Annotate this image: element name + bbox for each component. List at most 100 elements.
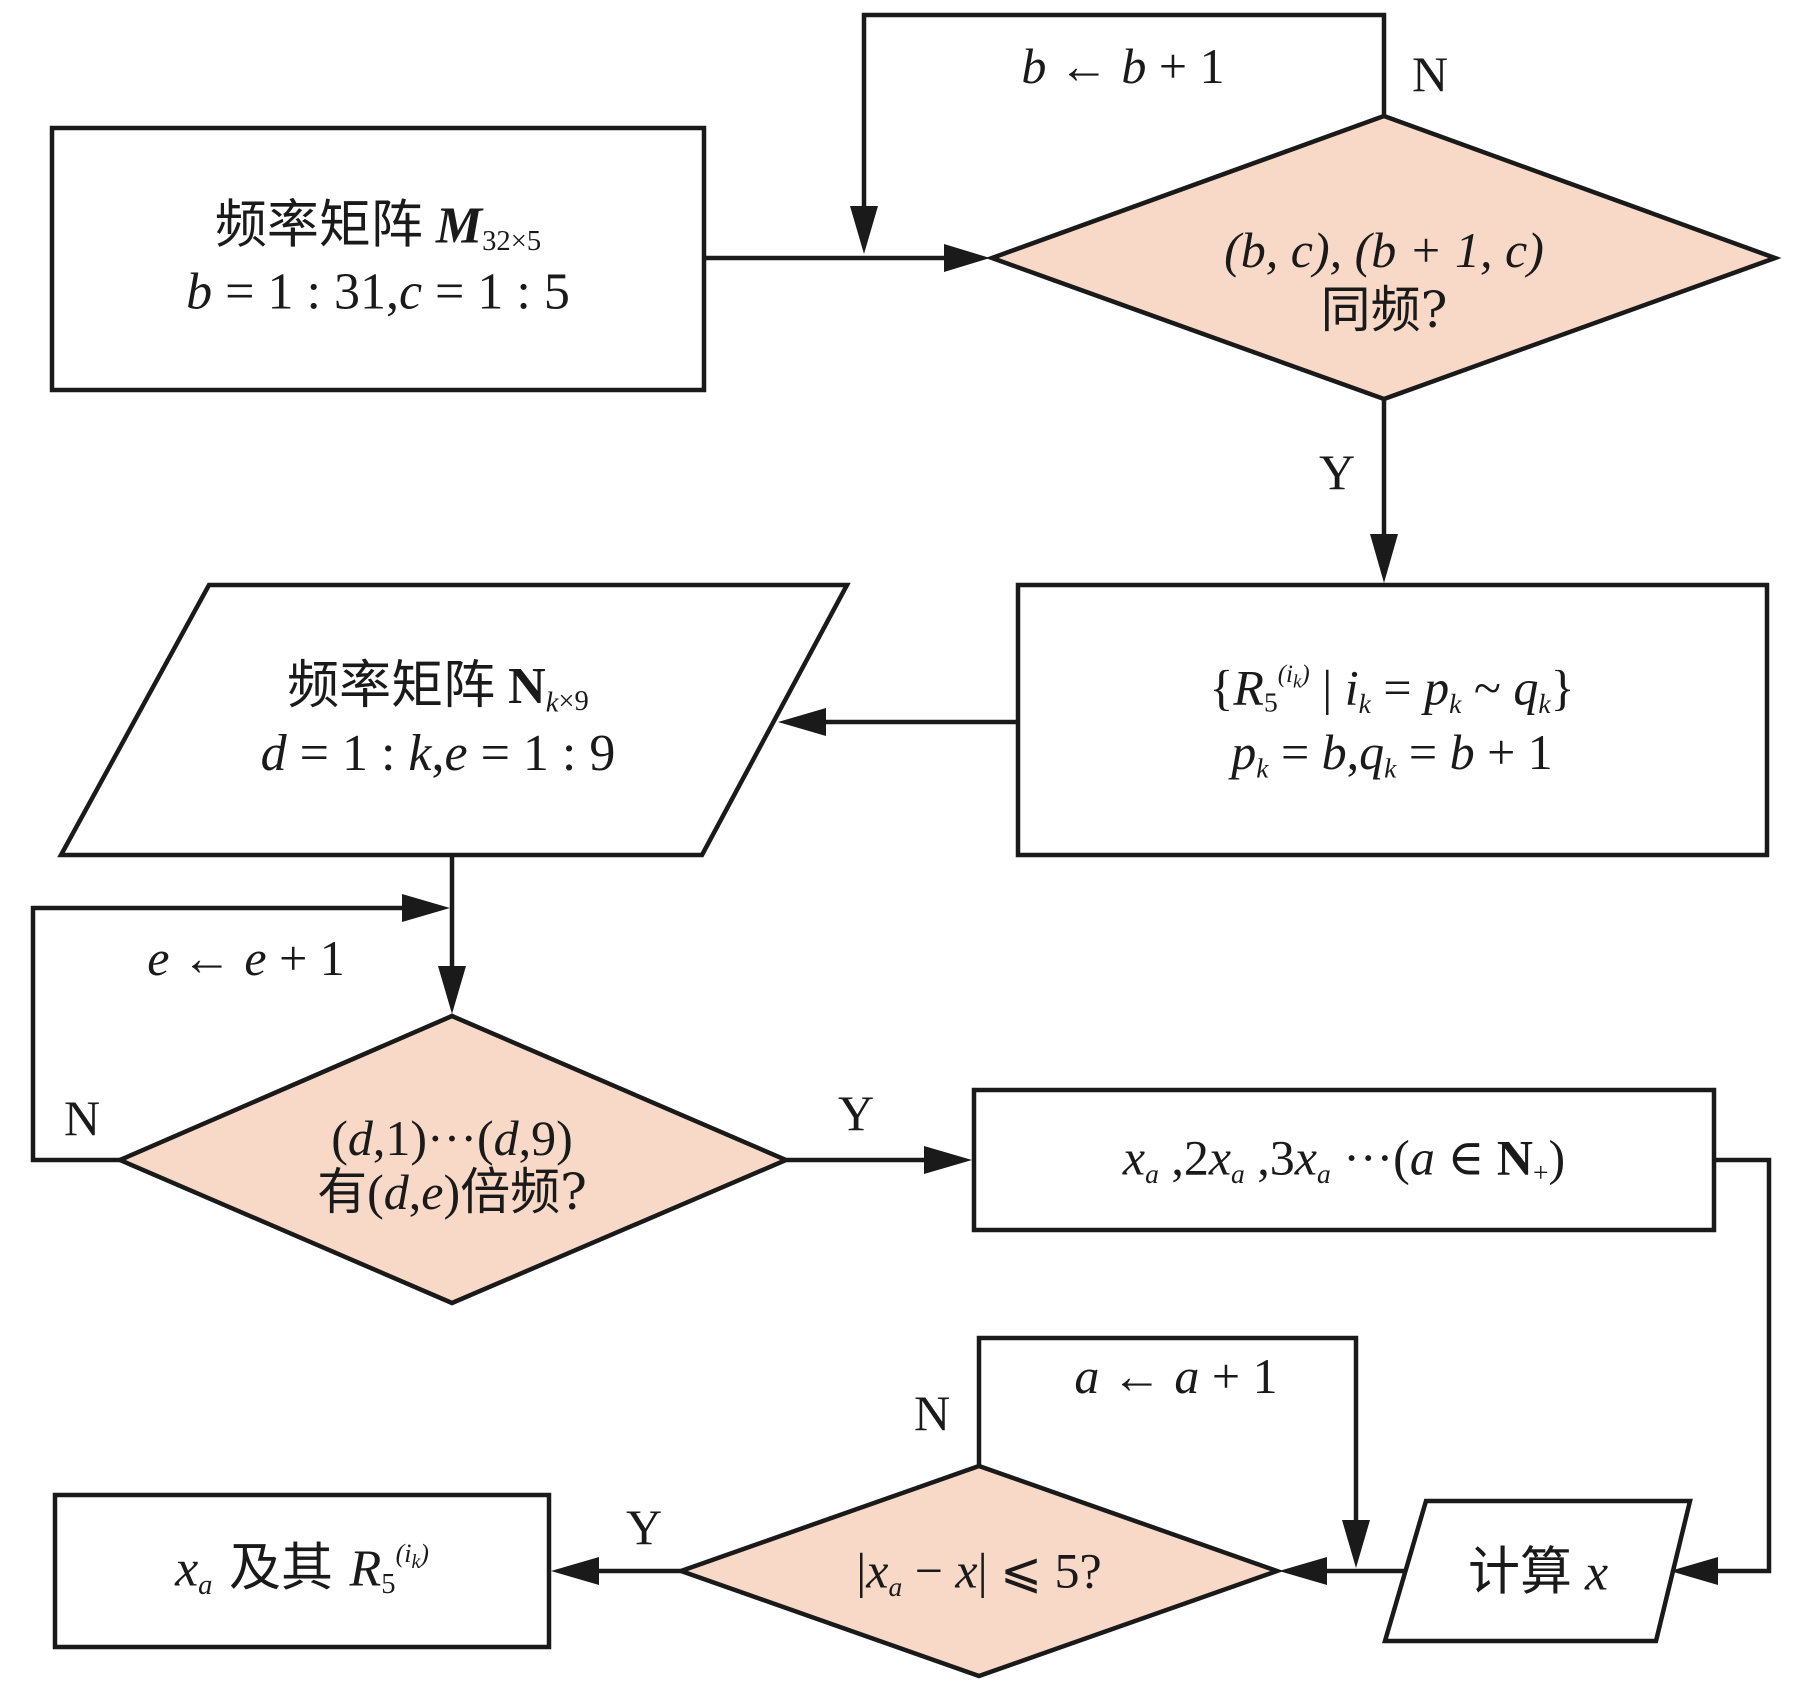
d2-e: e	[421, 1164, 444, 1220]
d1-yes-label: Y	[1318, 444, 1356, 500]
h-a3: a	[1316, 1157, 1331, 1189]
edge-loop-e	[30, 905, 420, 1163]
arrowhead-n-to-d2	[438, 966, 466, 1014]
edge-loop-b	[861, 12, 1387, 222]
d2-yes-label: Y	[837, 1085, 875, 1141]
loop-b-var2: b	[1121, 38, 1147, 94]
edge-loop-a	[976, 1335, 1359, 1536]
set-q-sub: k	[1538, 687, 1551, 719]
arrowhead-start-to-d1	[944, 244, 990, 272]
loop-e-label: e ← e + 1	[147, 933, 345, 983]
loop-b-label: b ← b + 1	[1021, 41, 1224, 91]
l2-b: b	[1321, 724, 1347, 781]
d2-l1a: (	[331, 1110, 348, 1166]
set-r-sup-k: k	[1292, 671, 1302, 693]
matrix-n-sub-k: k	[545, 687, 559, 719]
decision-same-freq	[985, 113, 1782, 402]
d2-l1b: ,1)···(	[372, 1110, 494, 1166]
set-p: p	[1424, 659, 1450, 716]
set-rbrace: }	[1550, 659, 1575, 716]
result-box	[52, 1492, 552, 1650]
range-e: = 1 : 9	[467, 725, 616, 783]
d3-x2: x	[955, 1542, 978, 1599]
d3-x: x	[866, 1542, 889, 1599]
r-sup-close: )	[420, 1539, 429, 1569]
set-tilde: ~	[1461, 659, 1514, 716]
h-a2: a	[1231, 1157, 1245, 1189]
set-lbrace: {	[1209, 659, 1234, 716]
h-x1: x	[1122, 1129, 1146, 1186]
loop-a-var2: a	[1174, 1348, 1200, 1404]
loop-b-arrow: ←	[1046, 38, 1122, 94]
decision-harmonic-label: (d,1)···(d,9) 有(d,e)倍频?	[317, 1109, 587, 1221]
loop-b-var: b	[1021, 38, 1047, 94]
var-e: e	[444, 725, 468, 783]
set-r-sup: (i	[1277, 661, 1293, 688]
loop-e-rest: + 1	[266, 930, 345, 986]
set-r: R	[1233, 659, 1264, 716]
l2-comma: ,	[1346, 724, 1360, 781]
d2-d3: d	[383, 1164, 409, 1220]
matrix-m-dims: 32×5	[482, 225, 542, 257]
decision-same-freq-label: (b, c), (b + 1, c) 同频?	[1224, 215, 1544, 345]
edge-harmonics-to-compute	[1700, 1157, 1772, 1574]
r-cn: 及其	[212, 1538, 350, 1599]
d3-a: a	[888, 1570, 903, 1602]
r-sup-k: k	[411, 1550, 421, 1573]
compute-var: x	[1584, 1544, 1609, 1602]
h-c1: ,2	[1158, 1129, 1209, 1186]
h-a4: a	[1409, 1129, 1435, 1186]
var-d: d	[260, 725, 287, 783]
d2-l2c: )	[443, 1164, 461, 1220]
h-dots: ···(	[1330, 1129, 1410, 1186]
range-d: = 1 :	[286, 725, 409, 783]
set-r-sub: 5	[1263, 686, 1278, 718]
harmonics-box	[971, 1087, 1717, 1233]
d3-minus: −	[902, 1542, 956, 1599]
r-sup: (i	[395, 1539, 412, 1569]
loop-e-arrow: ←	[169, 930, 245, 986]
matrix-n-cn: 频率矩阵	[287, 655, 496, 716]
d3-yes-label: Y	[625, 1499, 663, 1555]
h-close: )	[1548, 1129, 1566, 1186]
d2-d1: d	[347, 1110, 373, 1166]
h-N: N	[1496, 1129, 1533, 1186]
d2-cn-you: 有	[317, 1163, 368, 1221]
set-i: i	[1344, 659, 1359, 716]
d3-bar1: |	[856, 1542, 867, 1599]
var-b: b	[186, 263, 213, 321]
start-box-label: 频率矩阵 M32×5 b = 1 : 31,c = 1 : 5	[186, 190, 570, 329]
var-c: c	[398, 263, 423, 321]
l2-b2: b	[1449, 724, 1475, 781]
compute-x-parallelogram	[1381, 1498, 1693, 1644]
r-a: a	[198, 1570, 213, 1602]
matrix-n-label: 频率矩阵 Nk×9 d = 1 : k,e = 1 : 9	[261, 650, 616, 790]
set-r-sup-close: )	[1301, 661, 1310, 688]
d2-d2: d	[493, 1110, 519, 1166]
set-q: q	[1513, 659, 1539, 716]
r-x: x	[175, 1540, 199, 1598]
l2-q: q	[1359, 724, 1385, 781]
decision-tolerance	[674, 1463, 1284, 1679]
d1-no-label: N	[1411, 46, 1449, 102]
d2-no-label: N	[63, 1090, 101, 1146]
decision-tolerance-label: |xa − x| ⩽ 5?	[856, 1546, 1101, 1601]
arrowhead-set-to-n	[778, 708, 826, 736]
h-in: ∈	[1434, 1129, 1497, 1186]
compute-x-label: 计算 x	[1468, 1547, 1608, 1600]
h-c2: ,3	[1244, 1129, 1295, 1186]
arrowhead-d3-yes	[551, 1557, 599, 1585]
arrowhead-compute-to-d3	[1279, 1557, 1327, 1585]
h-x3: x	[1294, 1129, 1317, 1186]
loop-a-label: a ← a + 1	[1074, 1351, 1277, 1401]
var-k: k	[408, 725, 432, 783]
d3-no-label: N	[913, 1385, 951, 1441]
start-box	[49, 125, 707, 393]
d2-l2b: ,	[408, 1164, 422, 1220]
h-x2: x	[1208, 1129, 1232, 1186]
decision-same-freq-line1: (b, c), (b + 1, c)	[1224, 222, 1544, 278]
set-bar: |	[1309, 659, 1345, 716]
l2-p-sub: k	[1256, 752, 1269, 784]
d2-cn-rest: 倍频?	[460, 1163, 587, 1221]
